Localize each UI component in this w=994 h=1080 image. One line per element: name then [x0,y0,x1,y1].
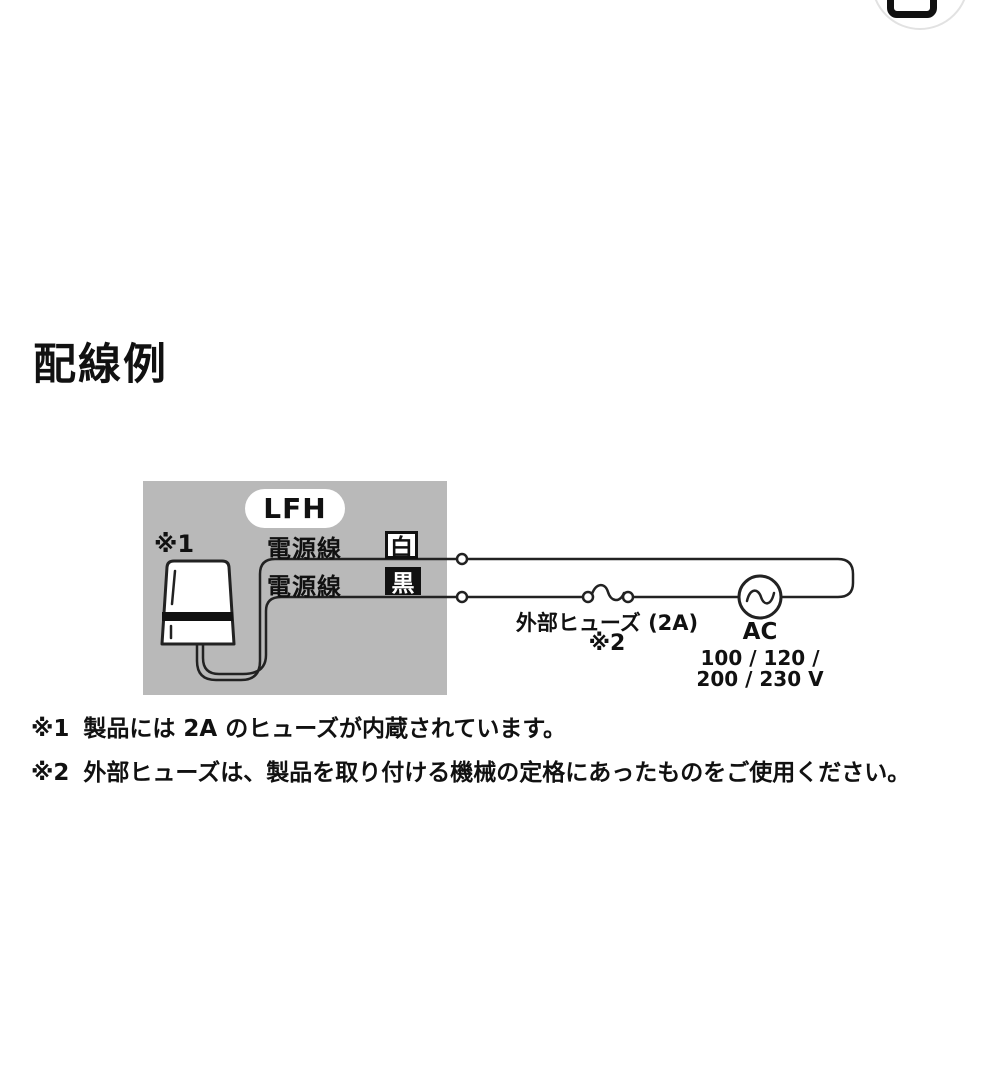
footnote-2-text: 外部ヒューズは、製品を取り付ける機械の定格にあったものをご使用ください。 [83,760,911,786]
share-icon [887,0,937,18]
footnote-1: ※1 製品には 2A のヒューズが内蔵されています。 [31,709,566,743]
footnote-1-text: 製品には 2A のヒューズが内蔵されています。 [83,716,567,742]
ac-label: AC [742,619,778,645]
ac-voltage-line1: 100 / 120 / [700,646,820,670]
device-symbol [160,559,236,646]
ac-voltage-line2: 200 / 230 V [696,667,824,691]
footnote-2: ※2 外部ヒューズは、製品を取り付ける機械の定格にあったものをご使用ください。 [31,753,910,787]
wire-label-bottom: 電源線 [267,573,342,601]
footnote-2-ref: ※2 [31,760,70,786]
wire-label-top: 電源線 [267,535,342,563]
ac-source-symbol [737,574,783,620]
device-note-ref: ※1 [154,530,195,558]
page-title: 配線例 [33,340,168,390]
wire-black-path [201,595,583,676]
wire-tag-black: 黒 [385,567,421,597]
terminal-bottom [455,590,469,604]
footnote-1-ref: ※1 [31,716,70,742]
wire-white-path [195,557,855,682]
wire-tag-white: 白 [385,531,418,561]
product-name-badge: LFH [245,489,345,528]
terminal-top [455,552,469,566]
fuse-note-ref: ※2 [588,631,626,656]
fuse-label: 外部ヒューズ (2A) [515,611,699,635]
fuse-symbol [581,583,635,604]
